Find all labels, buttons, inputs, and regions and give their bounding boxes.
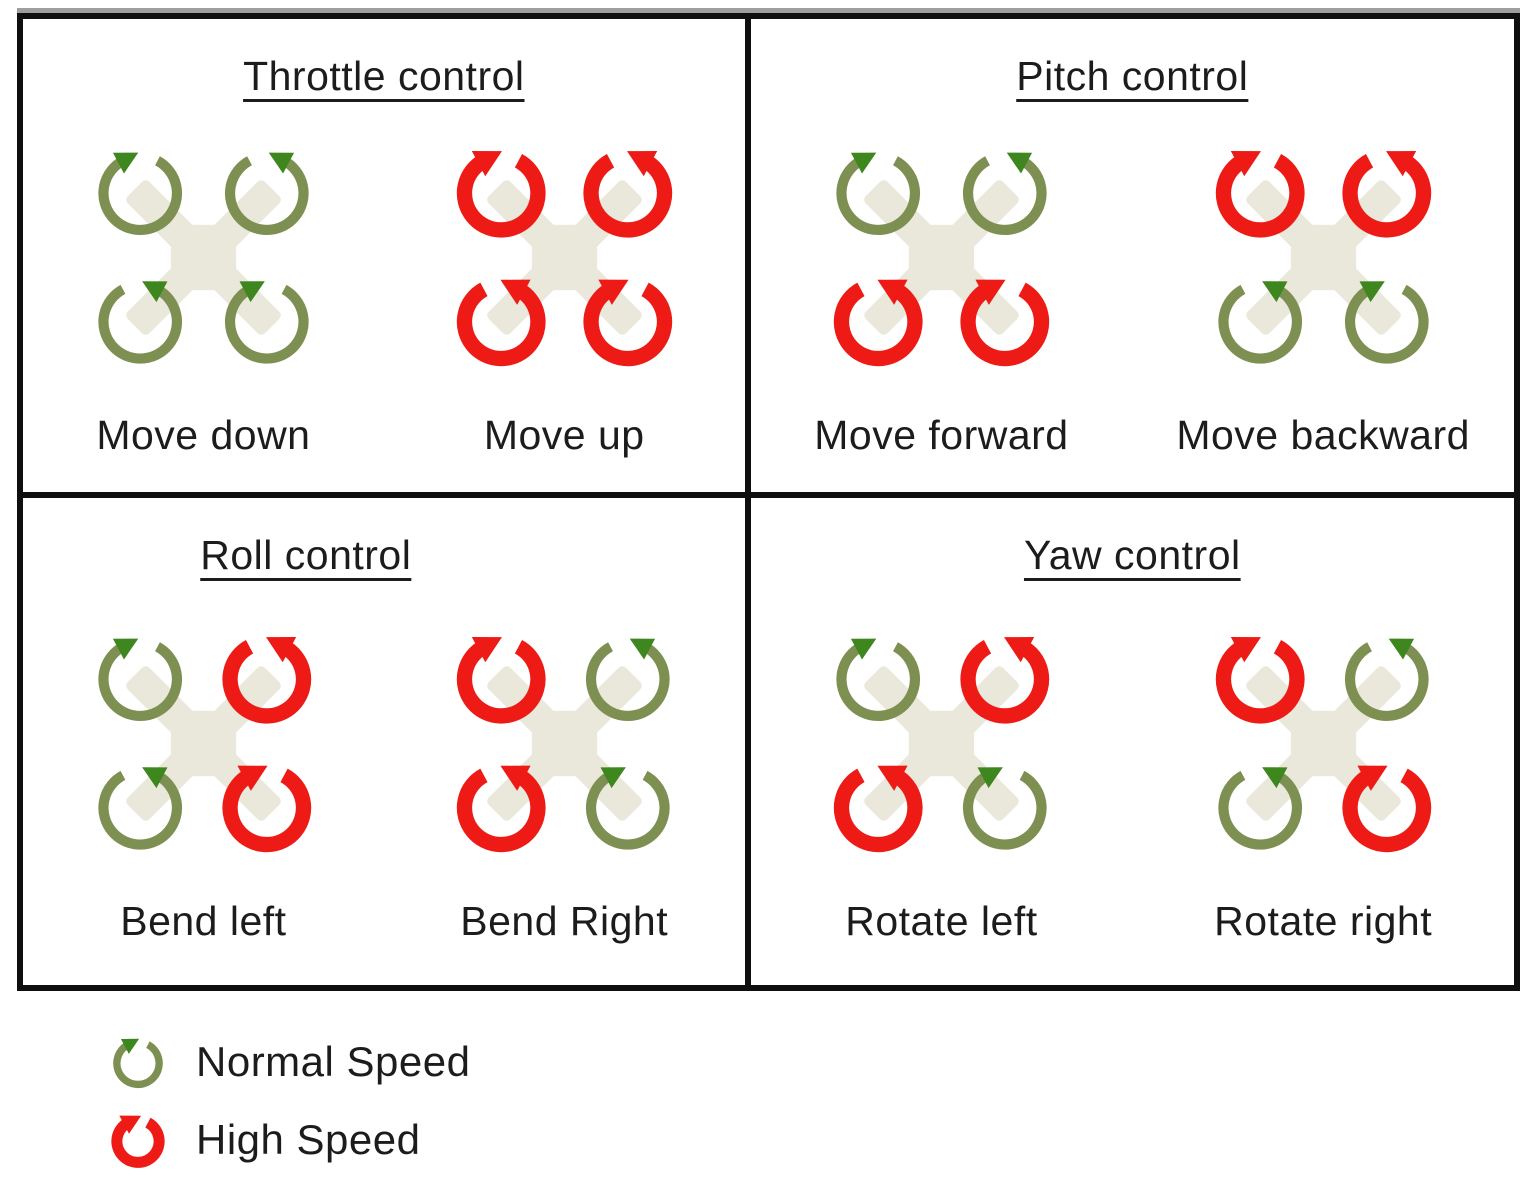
- quadrant-title: Throttle control: [243, 53, 525, 99]
- quadrant-title: Pitch control: [1016, 53, 1249, 99]
- command-label: Move up: [483, 412, 645, 459]
- command-figure: Rotate left: [751, 581, 1133, 985]
- figure-row: Rotate left Rotate right: [751, 581, 1514, 985]
- high-speed-icon: [106, 1108, 170, 1172]
- drone-diagram: [819, 621, 1064, 866]
- figure-row: Move forward Move backward: [751, 102, 1514, 492]
- command-label: Move forward: [814, 412, 1069, 459]
- command-label: Move backward: [1176, 412, 1470, 459]
- drone-diagram: [1201, 135, 1446, 380]
- legend-label: High Speed: [196, 1116, 421, 1163]
- quadrant-title: Yaw control: [1023, 532, 1241, 579]
- command-label: Bend left: [120, 898, 287, 945]
- legend-label: Normal Speed: [196, 1038, 471, 1085]
- command-figure: Rotate right: [1132, 581, 1514, 985]
- command-figure: Move up: [384, 102, 745, 492]
- command-label: Rotate left: [845, 898, 1038, 945]
- legend-row-normal: Normal Speed: [106, 1030, 470, 1094]
- drone-diagram: [442, 621, 687, 866]
- command-label: Rotate right: [1214, 898, 1433, 945]
- command-figure: Bend Right: [384, 581, 745, 985]
- command-label: Move down: [96, 412, 311, 459]
- quadrant-pitch: Pitch control Move forward Move backward: [750, 19, 1514, 499]
- quadrant-yaw: Yaw control Rotate left Rotate right: [751, 498, 1514, 985]
- normal-speed-icon: [106, 1030, 170, 1094]
- figure-row: Move down Move up: [23, 102, 745, 492]
- drone-diagram: [81, 621, 326, 866]
- command-label: Bend Right: [460, 898, 669, 945]
- drone-diagram: [1201, 621, 1446, 866]
- drone-diagram: [819, 135, 1064, 380]
- quadrant-throttle: Throttle control Move down Move up: [23, 19, 751, 499]
- figure-row: Bend left Bend Right: [23, 581, 745, 985]
- command-figure: Move down: [23, 102, 384, 492]
- legend: Normal Speed High Speed: [106, 1030, 470, 1172]
- quadrant-roll: Roll control Bend left Bend Right: [23, 498, 751, 985]
- quadrant-title: Roll control: [200, 532, 412, 579]
- drone-diagram: [81, 135, 326, 380]
- control-grid: Throttle control Move down Move up Pitch…: [17, 13, 1520, 991]
- command-figure: Move backward: [1132, 102, 1514, 492]
- legend-row-high: High Speed: [106, 1108, 470, 1172]
- command-figure: Move forward: [751, 102, 1133, 492]
- drone-diagram: [442, 135, 687, 380]
- command-figure: Bend left: [23, 581, 384, 985]
